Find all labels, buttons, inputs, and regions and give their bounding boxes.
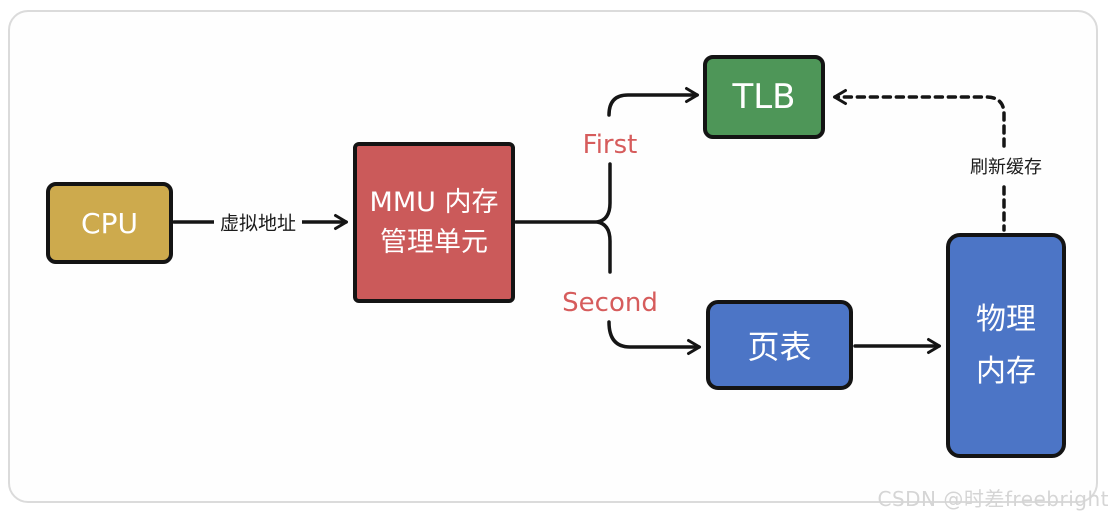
node-cpu: CPU bbox=[46, 182, 173, 264]
node-tlb-label: TLB bbox=[732, 77, 796, 117]
node-tlb: TLB bbox=[703, 55, 825, 139]
node-physical-memory-label-line2: 内存 bbox=[976, 353, 1036, 389]
edge-label-refresh-cache: 刷新缓存 bbox=[964, 152, 1048, 180]
edge-refresh-cache-dashed-upper bbox=[833, 89, 1006, 148]
node-cpu-label: CPU bbox=[81, 206, 138, 240]
node-mmu-label-line1: MMU 内存 bbox=[369, 186, 499, 218]
node-page-table-label: 页表 bbox=[747, 328, 812, 366]
edge-label-first: First bbox=[576, 129, 644, 161]
edge-label-second: Second bbox=[556, 287, 664, 319]
node-mmu-label-line2: 管理单元 bbox=[380, 226, 488, 258]
node-mmu: MMU 内存 管理单元 bbox=[353, 142, 515, 303]
edge-label-virtual-address: 虚拟地址 bbox=[213, 207, 303, 237]
node-physical-memory-label-line1: 物理 bbox=[976, 301, 1036, 337]
edge-second-to-pagetable-arrow bbox=[607, 320, 701, 355]
diagram-frame bbox=[8, 10, 1098, 503]
node-page-table: 页表 bbox=[706, 300, 853, 390]
split-brace bbox=[595, 162, 612, 274]
csdn-watermark: CSDN @时差freebright bbox=[877, 487, 1109, 511]
edge-first-to-tlb-arrow bbox=[607, 87, 699, 117]
node-physical-memory: 物理 内存 bbox=[946, 233, 1066, 458]
